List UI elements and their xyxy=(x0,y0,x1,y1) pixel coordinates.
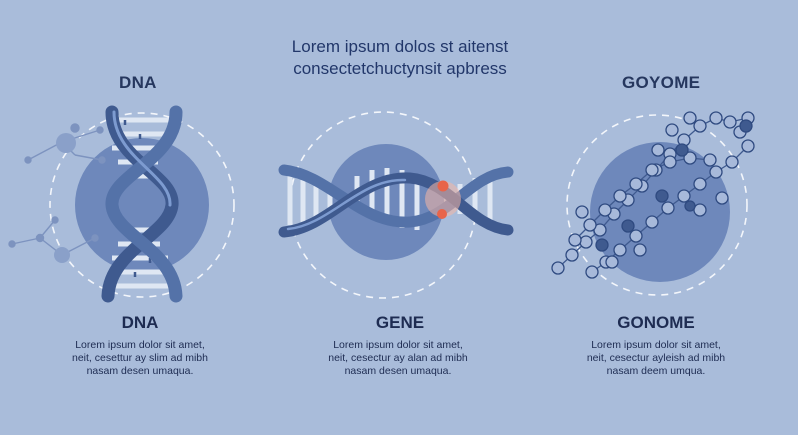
gene-illustration xyxy=(278,111,514,299)
gene-title: GENE xyxy=(375,313,425,332)
genome-description: Lorem ipsum dolor sit amet, neit, cesect… xyxy=(546,339,766,378)
gene-desc-line: Lorem ipsum dolor sit amet, xyxy=(333,339,463,351)
gene-glow xyxy=(425,181,461,217)
gene-description: Lorem ipsum dolor sit amet, neit, cesect… xyxy=(288,339,508,378)
dna-desc-line: Lorem ipsum dolor sit amet, xyxy=(75,339,205,351)
molecule-network-icon xyxy=(8,123,106,263)
genome-molecule-icon xyxy=(551,111,755,279)
dna-desc-line: nasam desen umaqua. xyxy=(86,365,194,377)
genome-dashed-ring xyxy=(566,114,748,296)
gene-helix-icon xyxy=(278,164,514,238)
dna-title: DNA xyxy=(121,313,159,332)
dna-helix-icon xyxy=(101,105,183,303)
dna-description: Lorem ipsum dolor sit amet, neit, cesett… xyxy=(30,339,250,378)
genome-top-label: GOYOME xyxy=(622,73,701,92)
genome-title: GONOME xyxy=(617,313,695,332)
dna-circle xyxy=(75,138,209,272)
dna-dashed-ring xyxy=(49,112,235,298)
headline-line-1: Lorem ipsum dolos st aitenst xyxy=(291,37,509,56)
dna-desc-line: neit, cesettur ay slim ad mibh xyxy=(72,352,208,364)
genome-desc-line: nasam deem umqua. xyxy=(606,365,706,377)
dna-top-label: DNA xyxy=(119,73,157,92)
gene-desc-line: nasam desen umaqua. xyxy=(344,365,452,377)
headline: Lorem ipsum dolos st aitenst consectetch… xyxy=(220,36,580,80)
gene-marker-top-icon xyxy=(437,180,449,192)
genome-desc-line: Lorem ipsum dolor sit amet, xyxy=(591,339,721,351)
headline-line-2: consectetchuctynsit apbress xyxy=(293,59,507,78)
genome-illustration xyxy=(551,111,755,296)
gene-marker-bottom-icon xyxy=(437,209,447,219)
gene-desc-line: neit, cesectur ay alan ad mibh xyxy=(328,352,468,364)
dna-illustration xyxy=(8,105,235,303)
genome-desc-line: neit, cesectur ayleish ad mibh xyxy=(586,352,726,364)
